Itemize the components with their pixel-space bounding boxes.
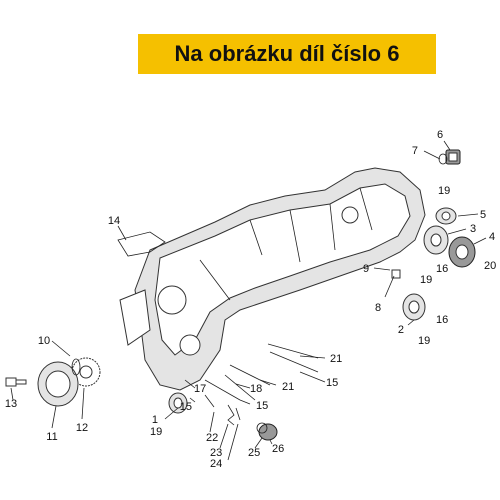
label-24: 24 xyxy=(210,458,222,470)
label-11: 11 xyxy=(46,431,57,443)
bolt-13 xyxy=(5,377,27,387)
label-1: 1 xyxy=(152,414,158,426)
bolt-22 xyxy=(204,394,215,408)
label-21-b: 21 xyxy=(282,381,294,393)
label-26: 26 xyxy=(272,443,284,455)
part-number-banner: Na obrázku díl číslo 6 xyxy=(138,34,436,74)
bolt-15-upper xyxy=(269,351,319,373)
label-20: 20 xyxy=(484,260,496,272)
label-19-b: 19 xyxy=(438,185,450,197)
fitting-8 xyxy=(391,269,401,279)
seal-4 xyxy=(448,236,476,268)
bolt-18 xyxy=(204,379,241,401)
label-7: 7 xyxy=(412,145,418,157)
bearing-2 xyxy=(402,293,426,321)
label-3: 3 xyxy=(470,223,476,235)
label-6: 6 xyxy=(437,129,443,141)
spring-23 xyxy=(227,404,235,426)
crankcase-housing xyxy=(119,167,426,391)
label-23: 23 xyxy=(210,447,222,459)
bearing-3 xyxy=(423,225,449,255)
label-25: 25 xyxy=(248,447,260,459)
label-10: 10 xyxy=(38,335,50,347)
label-19-a: 19 xyxy=(150,426,162,438)
label-16-b: 16 xyxy=(436,314,448,326)
leader-lines xyxy=(10,140,487,461)
oring-10 xyxy=(71,358,81,376)
banner-text: Na obrázku díl číslo 6 xyxy=(174,41,400,66)
label-18: 18 xyxy=(250,383,262,395)
label-17: 17 xyxy=(194,383,206,395)
label-15-a: 15 xyxy=(326,377,338,389)
plug-25 xyxy=(258,423,278,441)
label-21-a: 21 xyxy=(330,353,342,365)
label-19-c: 19 xyxy=(420,274,432,286)
bolt-21-lower xyxy=(229,364,271,386)
gasket xyxy=(117,231,166,257)
bolt-21-upper xyxy=(267,343,319,359)
washer-26 xyxy=(256,422,268,434)
bearing-1 xyxy=(168,392,188,414)
label-19-d: 19 xyxy=(418,335,430,347)
bearing-5 xyxy=(435,207,457,225)
label-4: 4 xyxy=(489,231,495,243)
label-14: 14 xyxy=(108,215,120,227)
oring-7 xyxy=(438,153,448,165)
label-22: 22 xyxy=(206,432,218,444)
pin-24 xyxy=(235,407,241,421)
label-2: 2 xyxy=(398,324,404,336)
label-5: 5 xyxy=(480,209,486,221)
label-16-a: 16 xyxy=(436,263,448,275)
filter-cover-11 xyxy=(37,361,79,407)
label-15-b: 15 xyxy=(180,401,192,413)
gear-12 xyxy=(71,357,101,387)
label-15-c: 15 xyxy=(256,400,268,412)
callout-labels: 1 2 3 4 5 6 7 8 9 10 11 12 13 14 15 15 1… xyxy=(5,129,496,470)
plug-6 xyxy=(445,149,461,165)
label-8: 8 xyxy=(375,302,381,314)
bolt-15-lower xyxy=(224,374,256,401)
label-13: 13 xyxy=(5,398,17,410)
label-12: 12 xyxy=(76,422,88,434)
label-9: 9 xyxy=(363,263,369,275)
